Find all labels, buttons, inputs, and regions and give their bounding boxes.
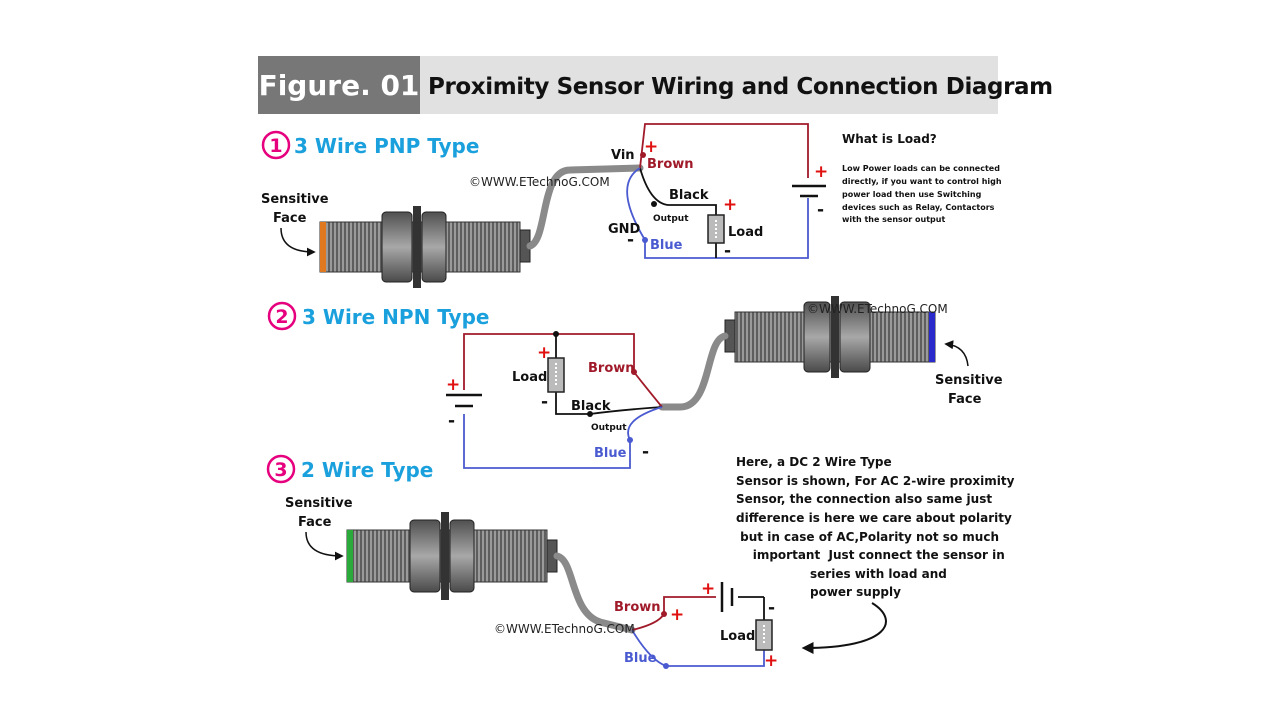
section-two-wire: 3 2 Wire Type Sensitive Face Brown + + -…: [266, 454, 1015, 671]
sensitive-label: Sensitive: [261, 192, 329, 207]
two-wire-note-line: difference is here we care about polarit…: [736, 511, 1012, 525]
output-label: Output: [591, 423, 627, 433]
section-pnp: 1 3 Wire PNP Type Sensitive Face Vin: [261, 123, 1002, 288]
section-title: 3 Wire NPN Type: [302, 305, 489, 329]
minus-sign: -: [642, 442, 649, 462]
load-plus-sign: +: [764, 651, 778, 671]
proximity-sensor: [346, 512, 558, 600]
section-number: 2: [275, 306, 288, 328]
load-note-line: directly, if you want to control high: [842, 177, 1002, 186]
watermark: ©WWW.ETechnoG.COM: [469, 175, 610, 189]
load-minus-sign: -: [541, 392, 548, 412]
gnd-label: GND: [608, 222, 641, 237]
battery-plus-sign: +: [814, 162, 828, 182]
face-label: Face: [298, 515, 332, 530]
pointer-arrow: [280, 227, 316, 257]
load-plus-sign: +: [537, 343, 551, 363]
two-wire-note-line: Sensor is shown, For AC 2-wire proximity: [736, 474, 1015, 488]
blue-wire: [463, 406, 663, 469]
sensor-cable: [658, 332, 729, 411]
sensitive-label: Sensitive: [935, 373, 1003, 388]
pointer-arrow: [944, 340, 969, 367]
vin-label: Vin: [611, 148, 635, 163]
pointer-arrow: [305, 531, 344, 561]
blue-label: Blue: [650, 238, 683, 253]
plus-sign: +: [670, 605, 684, 625]
brown-label: Brown: [647, 157, 694, 172]
section-number: 3: [274, 459, 287, 481]
battery-plus-sign: +: [701, 579, 715, 599]
battery-plus-sign: +: [446, 375, 460, 395]
figure-title: Proximity Sensor Wiring and Connection D…: [428, 74, 1053, 100]
load-note-line: Low Power loads can be connected: [842, 164, 1000, 173]
sensitive-label: Sensitive: [285, 496, 353, 511]
two-wire-note-line: power supply: [810, 585, 901, 599]
pointer-arrow: [801, 602, 887, 654]
brown-label: Brown: [614, 600, 661, 615]
brown-wire: [639, 123, 809, 178]
blue-label: Blue: [624, 651, 657, 666]
section-npn: 2 3 Wire NPN Type ©WWW.ETechnoG.COM Sens…: [267, 296, 1003, 469]
proximity-sensor: [724, 296, 936, 378]
section-number-circle: [267, 301, 297, 331]
load-note-line: power load then use Switching: [842, 190, 982, 199]
output-label: Output: [653, 214, 689, 224]
battery-minus-sign: -: [768, 598, 775, 618]
black-label: Black: [669, 188, 709, 203]
proximity-sensor: [319, 206, 531, 288]
minus-sign: -: [627, 230, 634, 250]
load-plus-sign: +: [723, 195, 737, 215]
sensor-cable: [526, 164, 644, 250]
two-wire-note-line: but in case of AC,Polarity not so much: [736, 530, 999, 544]
two-wire-note-line: important Just connect the sensor in: [736, 548, 1005, 562]
battery-minus-sign: -: [817, 200, 824, 220]
sensor-cable: [553, 552, 636, 634]
load-note-line: with the sensor output: [842, 215, 945, 224]
blue-wire: [626, 167, 809, 259]
face-label: Face: [273, 211, 307, 226]
figure-tag: Figure. 01: [258, 56, 420, 114]
load-label: Load: [720, 629, 755, 644]
brown-wire: [463, 333, 663, 408]
section-title: 2 Wire Type: [301, 458, 433, 482]
watermark: ©WWW.ETechnoG.COM: [494, 622, 635, 636]
load-minus-sign: -: [724, 241, 731, 261]
face-label: Face: [948, 392, 982, 407]
battery-minus-sign: -: [448, 411, 455, 431]
black-label: Black: [571, 399, 611, 414]
blue-label: Blue: [594, 446, 627, 461]
section-title: 3 Wire PNP Type: [294, 134, 479, 158]
load-note-line: devices such as Relay, Contactors: [842, 203, 995, 212]
black-wire: [639, 167, 717, 215]
two-wire-note-line: Here, a DC 2 Wire Type: [736, 455, 892, 469]
load-note-heading: What is Load?: [842, 132, 937, 146]
section-number: 1: [269, 135, 282, 157]
plus-sign: +: [644, 137, 658, 157]
section-number-circle: [266, 454, 296, 484]
brown-label: Brown: [588, 361, 635, 376]
load-label: Load: [512, 370, 547, 385]
watermark: ©WWW.ETechnoG.COM: [807, 302, 948, 316]
two-wire-note-line: series with load and: [810, 567, 947, 581]
load-label: Load: [728, 225, 763, 240]
two-wire-note-line: Sensor, the connection also same just: [736, 492, 992, 506]
section-number-circle: [261, 130, 291, 160]
